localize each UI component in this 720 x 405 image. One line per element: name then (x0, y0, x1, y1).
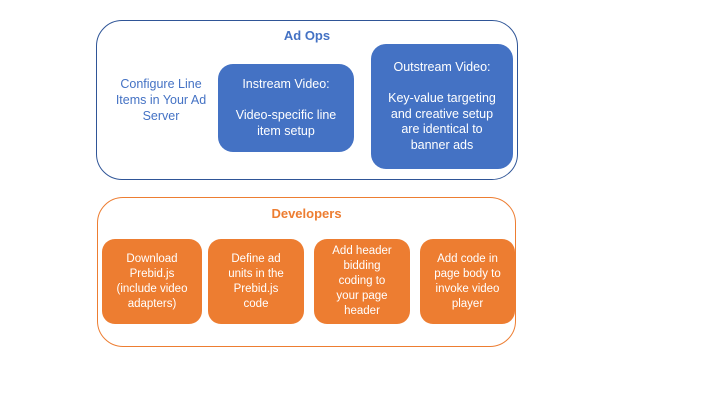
configure-line-items-note: Configure Line Items in Your Ad Server (115, 77, 207, 123)
add-page-body-code-box: Add code in page body to invoke video pl… (420, 239, 515, 324)
download-prebid-box: Download Prebid.js (include video adapte… (102, 239, 202, 324)
add-header-bidding-box: Add header bidding coding to your page h… (314, 239, 410, 324)
define-ad-units-box: Define ad units in the Prebid.js code (208, 239, 304, 324)
developers-group-title: Developers (271, 206, 342, 221)
developers-group: Developers Download Prebid.js (include v… (97, 197, 516, 347)
outstream-video-box: Outstream Video: Key-value targeting and… (371, 44, 513, 169)
ad-ops-group-title: Ad Ops (283, 28, 331, 43)
instream-video-box: Instream Video: Video-specific line item… (218, 64, 354, 152)
ad-ops-group: Ad Ops Configure Line Items in Your Ad S… (96, 20, 518, 180)
